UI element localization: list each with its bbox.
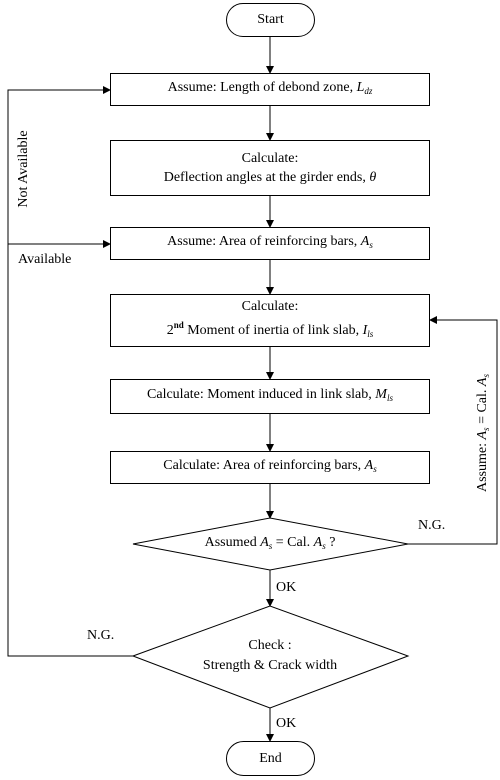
- not-available-label: Not Available: [16, 130, 31, 208]
- step4-line2: 2nd Moment of inertia of link slab, Ils: [166, 320, 374, 339]
- step2-line1: Calculate:: [241, 151, 299, 166]
- step4-line1: Calculate:: [241, 299, 299, 314]
- decision2-line1: Check :: [248, 638, 292, 653]
- ng-label-1: N.G.: [418, 518, 446, 533]
- decision2-text: Check : Strength & Crack width: [170, 634, 370, 678]
- ng-label-2: N.G.: [87, 628, 115, 643]
- start-label: Start: [257, 12, 284, 27]
- decision2-line2: Strength & Crack width: [202, 658, 338, 673]
- step3-text: Assume: Area of reinforcing bars, As: [167, 234, 373, 250]
- available-label: Available: [18, 252, 72, 267]
- step2-line2: Deflection angles at the girder ends, θ: [163, 170, 377, 185]
- step5-box: Calculate: Moment induced in link slab, …: [110, 379, 430, 414]
- ok-label-2: OK: [276, 716, 297, 731]
- decision1-text: Assumed As = Cal. As ?: [204, 534, 336, 551]
- decision1-shape: [132, 517, 409, 571]
- end-label: End: [259, 750, 282, 766]
- step3-box: Assume: Area of reinforcing bars, As: [110, 227, 430, 260]
- ok-label-1: OK: [276, 580, 297, 595]
- step5-text: Calculate: Moment induced in link slab, …: [147, 387, 393, 403]
- step1-text: Assume: Length of debond zone, Ldz: [167, 80, 373, 96]
- step4-box: Calculate: 2nd Moment of inertia of link…: [110, 294, 430, 347]
- assume-loop-label: Assume: As = Cal. As: [475, 374, 491, 492]
- loop-ng-to-step4: [408, 316, 498, 545]
- step2-box: Calculate: Deflection angles at the gird…: [110, 140, 430, 196]
- start-terminal: Start: [226, 3, 315, 37]
- loop-ng-to-step1: [7, 86, 135, 657]
- step1-box: Assume: Length of debond zone, Ldz: [110, 73, 430, 106]
- decision2-shape: [131, 605, 410, 709]
- step6-text: Calculate: Area of reinforcing bars, As: [163, 458, 377, 474]
- step6-box: Calculate: Area of reinforcing bars, As: [110, 451, 430, 484]
- end-terminal: End: [226, 741, 315, 776]
